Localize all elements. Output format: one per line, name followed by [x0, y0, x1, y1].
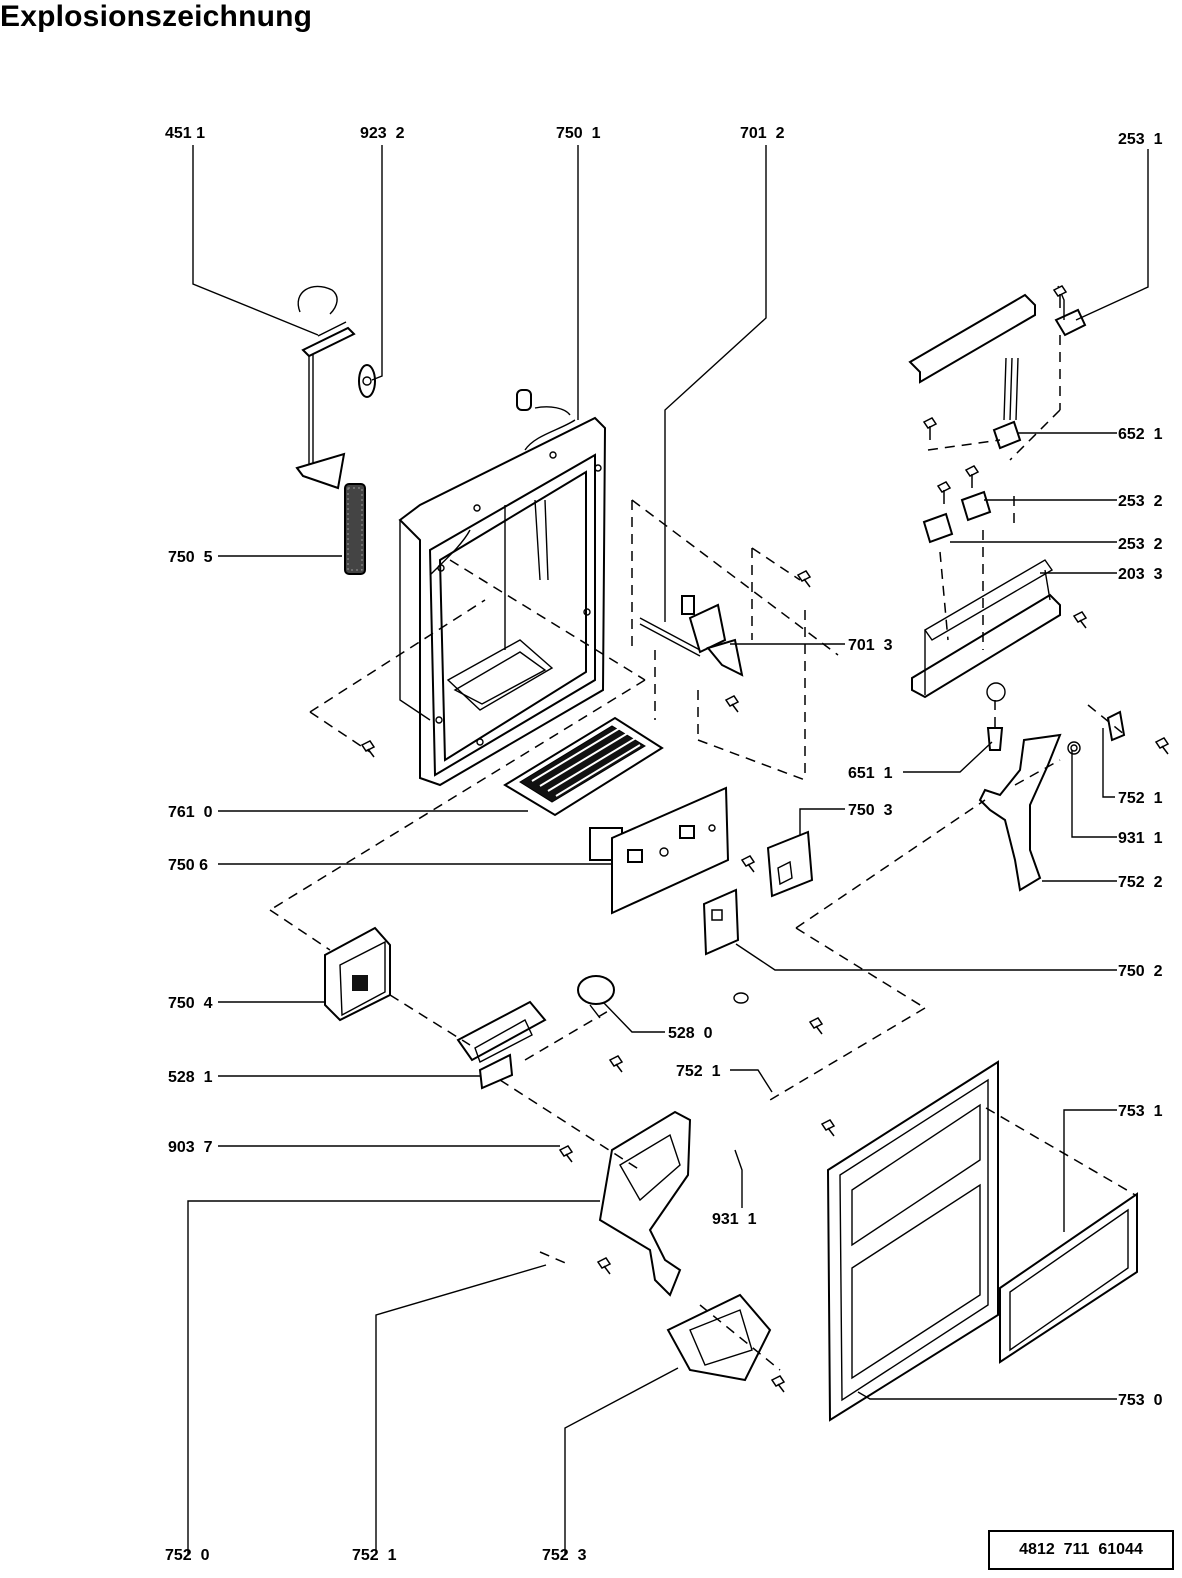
screw-icon	[922, 417, 938, 440]
part-750-3-bracket	[766, 830, 814, 898]
part-701-drawing	[639, 595, 744, 677]
screw-icon	[724, 695, 740, 713]
part-750-1-housing	[398, 389, 607, 787]
part-750-5-drawing	[344, 483, 366, 575]
part-753-1-window	[999, 1192, 1138, 1364]
part-528-0-disc	[577, 975, 615, 1019]
part-451-1-drawing	[295, 285, 356, 490]
part-label: 753 0	[1118, 1392, 1163, 1409]
part-label: 451 1	[165, 125, 205, 142]
part-label: 253 2	[1118, 536, 1163, 553]
part-label: 761 0	[168, 804, 213, 821]
part-label: 750 3	[848, 802, 893, 819]
part-528-1-plate	[456, 1000, 547, 1090]
part-switch-assembly-drawing	[908, 285, 1087, 751]
part-label: 528 0	[668, 1025, 713, 1042]
part-label: 651 1	[848, 765, 893, 782]
part-labels: 451 1 923 2 750 1 701 2 253 1 652 1 253 …	[165, 125, 1163, 1564]
part-right-lever-drawing	[978, 710, 1126, 892]
screw-icon	[1072, 611, 1088, 629]
part-761-0-drip-tray	[503, 716, 664, 861]
part-923-2-drawing	[358, 364, 376, 398]
part-label: 528 1	[168, 1069, 213, 1086]
part-label: 752 0	[165, 1547, 210, 1564]
screw-icon	[360, 740, 376, 758]
part-label: 253 1	[1118, 131, 1163, 148]
part-label: 701 2	[740, 125, 785, 142]
part-label: 750 1	[556, 125, 601, 142]
screw-icon	[796, 570, 812, 588]
part-750-2-bracket	[702, 888, 749, 1004]
screw-icon	[1052, 285, 1068, 308]
screw-icon	[964, 465, 980, 488]
page-title: Explosionszeichnung	[0, 0, 313, 33]
screw-icon	[558, 1145, 574, 1163]
part-label: 752 2	[1118, 874, 1163, 891]
part-label: 750 6	[168, 857, 208, 874]
screw-icon	[596, 1257, 612, 1275]
screw-icon	[740, 855, 756, 873]
part-label: 752 3	[542, 1547, 587, 1564]
part-label: 752 1	[1118, 790, 1163, 807]
part-753-0-panel	[826, 1060, 999, 1422]
part-label: 750 4	[168, 995, 213, 1012]
part-750-6-plate	[611, 786, 730, 915]
catalog-number-box: 4812 711 61044	[988, 1530, 1174, 1570]
screw-icon	[936, 481, 952, 504]
part-label: 701 3	[848, 637, 893, 654]
part-label: 931 1	[712, 1211, 757, 1228]
screw-icon	[820, 1119, 836, 1137]
part-label: 203 3	[1118, 566, 1163, 583]
part-label: 750 5	[168, 549, 213, 566]
part-752-0-lever	[598, 1110, 692, 1297]
part-750-4-housing	[324, 926, 391, 1022]
screw-icon	[770, 1375, 786, 1393]
part-label: 253 2	[1118, 493, 1163, 510]
part-label: 752 1	[352, 1547, 397, 1564]
catalog-number: 4812 711 61044	[1019, 1541, 1143, 1558]
part-label: 752 1	[676, 1063, 721, 1080]
part-label: 923 2	[360, 125, 405, 142]
part-label: 750 2	[1118, 963, 1163, 980]
part-label: 931 1	[1118, 830, 1163, 847]
screw-icon	[608, 1055, 624, 1073]
screw-icons	[360, 285, 1170, 1393]
assembly-dashed-lines	[269, 335, 1138, 1371]
part-label: 652 1	[1118, 426, 1163, 443]
screw-icon	[808, 1017, 824, 1035]
leader-lines	[187, 145, 1149, 1555]
part-label: 903 7	[168, 1139, 213, 1156]
screw-icon	[1154, 737, 1170, 755]
part-label: 753 1	[1118, 1103, 1163, 1120]
part-752-3-chute	[666, 1293, 772, 1382]
